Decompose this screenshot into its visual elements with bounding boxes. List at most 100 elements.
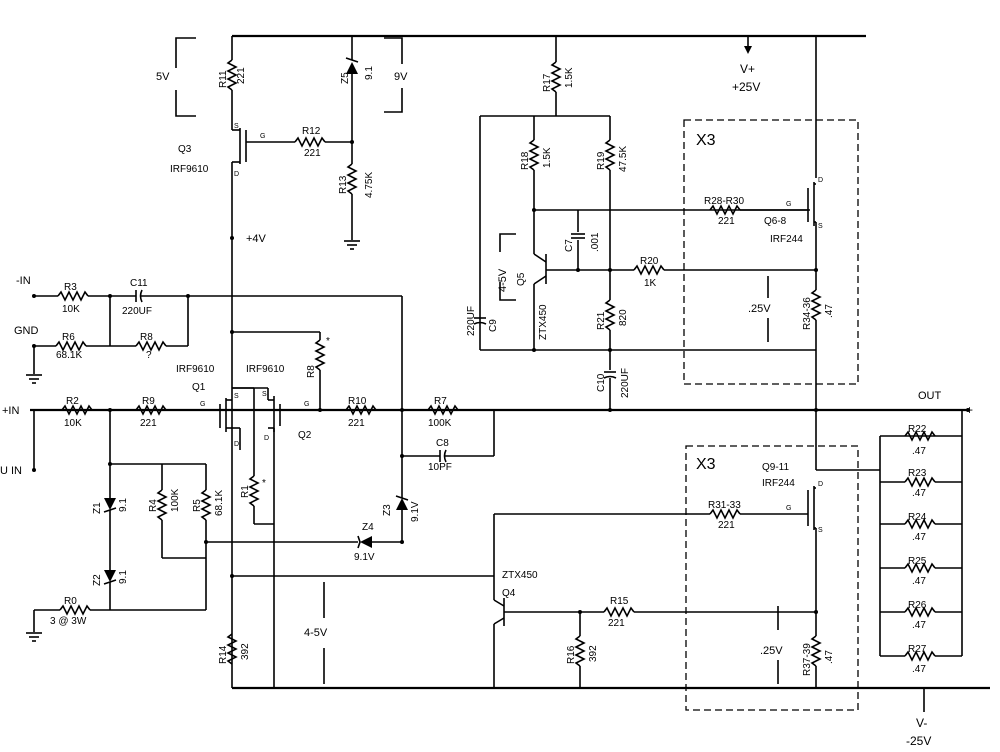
ground-symbol — [26, 374, 42, 384]
r16-value: 392 — [588, 645, 599, 662]
r8-right-label: R8 — [306, 365, 317, 378]
resistor-r13 — [347, 163, 357, 195]
c9-value: 220UF — [466, 306, 477, 336]
r4-value: 100K — [170, 488, 181, 512]
q1-label: Q1 — [192, 382, 206, 393]
rail-vplus-label: V+ — [740, 62, 755, 76]
q3-pin-d: D — [234, 171, 239, 178]
r12-value: 221 — [304, 148, 321, 159]
q1-pin-g: G — [200, 401, 205, 408]
z2-value: 9.1 — [118, 570, 129, 584]
x3-top-block — [683, 119, 859, 385]
zener-z2 — [103, 570, 117, 585]
r17-label: R17 — [542, 73, 553, 92]
z3-value: 9.1V — [410, 501, 421, 522]
c8-label: C8 — [436, 438, 449, 449]
r22-label: R22 — [908, 424, 927, 435]
r4-label: R4 — [148, 499, 159, 512]
resistor-r1 — [249, 475, 259, 507]
r20-value: 1K — [644, 278, 657, 289]
c10-value: 220UF — [620, 368, 631, 398]
r17-value: 1.5K — [564, 67, 575, 88]
q2-pin-s: S — [262, 391, 267, 398]
level-5v: 5V — [156, 71, 170, 83]
q2-part: IRF9610 — [246, 364, 285, 375]
resistor-r18 — [529, 139, 539, 171]
r34-value: .47 — [824, 304, 835, 318]
r34-label: R34-36 — [802, 297, 813, 330]
q1-pin-d: D — [234, 441, 239, 448]
r25-label: R25 — [908, 556, 927, 567]
x3-bottom-label: X3 — [696, 456, 716, 473]
r3-value: 10K — [62, 304, 80, 315]
minus-in-label: -IN — [16, 275, 31, 287]
resistor-r15 — [603, 607, 635, 617]
transistor-q9-11 — [740, 486, 816, 530]
r31-label: R31-33 — [708, 500, 741, 511]
r0-label: R0 — [64, 596, 77, 607]
resistor-r19 — [605, 139, 615, 171]
z4-value: 9.1V — [354, 552, 375, 563]
q6-8-part: IRF244 — [770, 234, 803, 245]
q9-pin-g: G — [786, 505, 791, 512]
q2-pin-d: D — [264, 435, 269, 442]
resistor-r16 — [575, 635, 585, 667]
q9-11-part: IRF244 — [762, 478, 795, 489]
r13-label: R13 — [338, 175, 349, 194]
r15-value: 221 — [608, 618, 625, 629]
c8-value: 10PF — [428, 462, 452, 473]
q5-part: ZTX450 — [538, 304, 549, 340]
zener-z3 — [395, 495, 409, 510]
r19-label: R19 — [596, 151, 607, 170]
q9-pin-d: D — [818, 481, 823, 488]
r2-value: 10K — [64, 418, 82, 429]
output-resistor-bank — [860, 410, 963, 661]
r23-label: R23 — [908, 468, 927, 479]
r37-label: R37-39 — [802, 643, 813, 676]
transistor-q5 — [533, 253, 634, 285]
r27-label: R27 — [908, 644, 927, 655]
level-025v-top: .25V — [748, 303, 771, 315]
q2-pin-g: G — [304, 401, 309, 408]
q9-11-label: Q9-11 — [762, 462, 789, 473]
u-in-label: U IN — [0, 465, 22, 477]
q9-pin-s: S — [818, 527, 823, 534]
r15-label: R15 — [610, 596, 629, 607]
resistor-r8-right — [315, 339, 325, 371]
r7-label: R7 — [434, 396, 447, 407]
ground-symbol — [26, 632, 42, 642]
r16-label: R16 — [566, 645, 577, 664]
q3-pin-g: G — [260, 133, 265, 140]
q1-part: IRF9610 — [176, 364, 215, 375]
resistor-r20 — [633, 265, 665, 275]
q6-pin-d: D — [818, 177, 823, 184]
z5-value: 9.1 — [364, 66, 375, 80]
resistor-r0 — [59, 605, 91, 615]
q3-part: IRF9610 — [170, 164, 209, 175]
r1-label: R1 — [240, 485, 251, 498]
resistor-r12 — [294, 137, 326, 147]
q4-part: ZTX450 — [502, 570, 538, 581]
c7-label: C7 — [564, 239, 575, 252]
r22-value: .47 — [912, 446, 926, 457]
zener-z5 — [345, 57, 359, 74]
r9-label: R9 — [142, 396, 155, 407]
r11-label: R11 — [218, 70, 229, 88]
r14-value: 392 — [240, 643, 251, 660]
output-plus-label: + — [966, 403, 973, 417]
r11-value: 221 — [236, 67, 247, 84]
r28-label: R28-R30 — [704, 196, 744, 207]
resistor-r6 — [55, 341, 87, 351]
resistor-r5 — [201, 489, 211, 521]
gnd-label: GND — [14, 325, 39, 337]
capacitor-c7 — [571, 233, 585, 239]
resistor-r4 — [157, 489, 167, 521]
level-4-5v-bottom: 4-5V — [304, 627, 328, 639]
resistor-r37-39 — [811, 635, 821, 667]
level-9v: 9V — [394, 71, 408, 83]
r24-value: .47 — [912, 532, 926, 543]
r19-value: 47.5K — [618, 146, 629, 172]
voltage-bracket-4-5v — [499, 233, 516, 301]
zener-z4 — [357, 535, 372, 549]
r18-value: 1.5K — [542, 147, 553, 168]
